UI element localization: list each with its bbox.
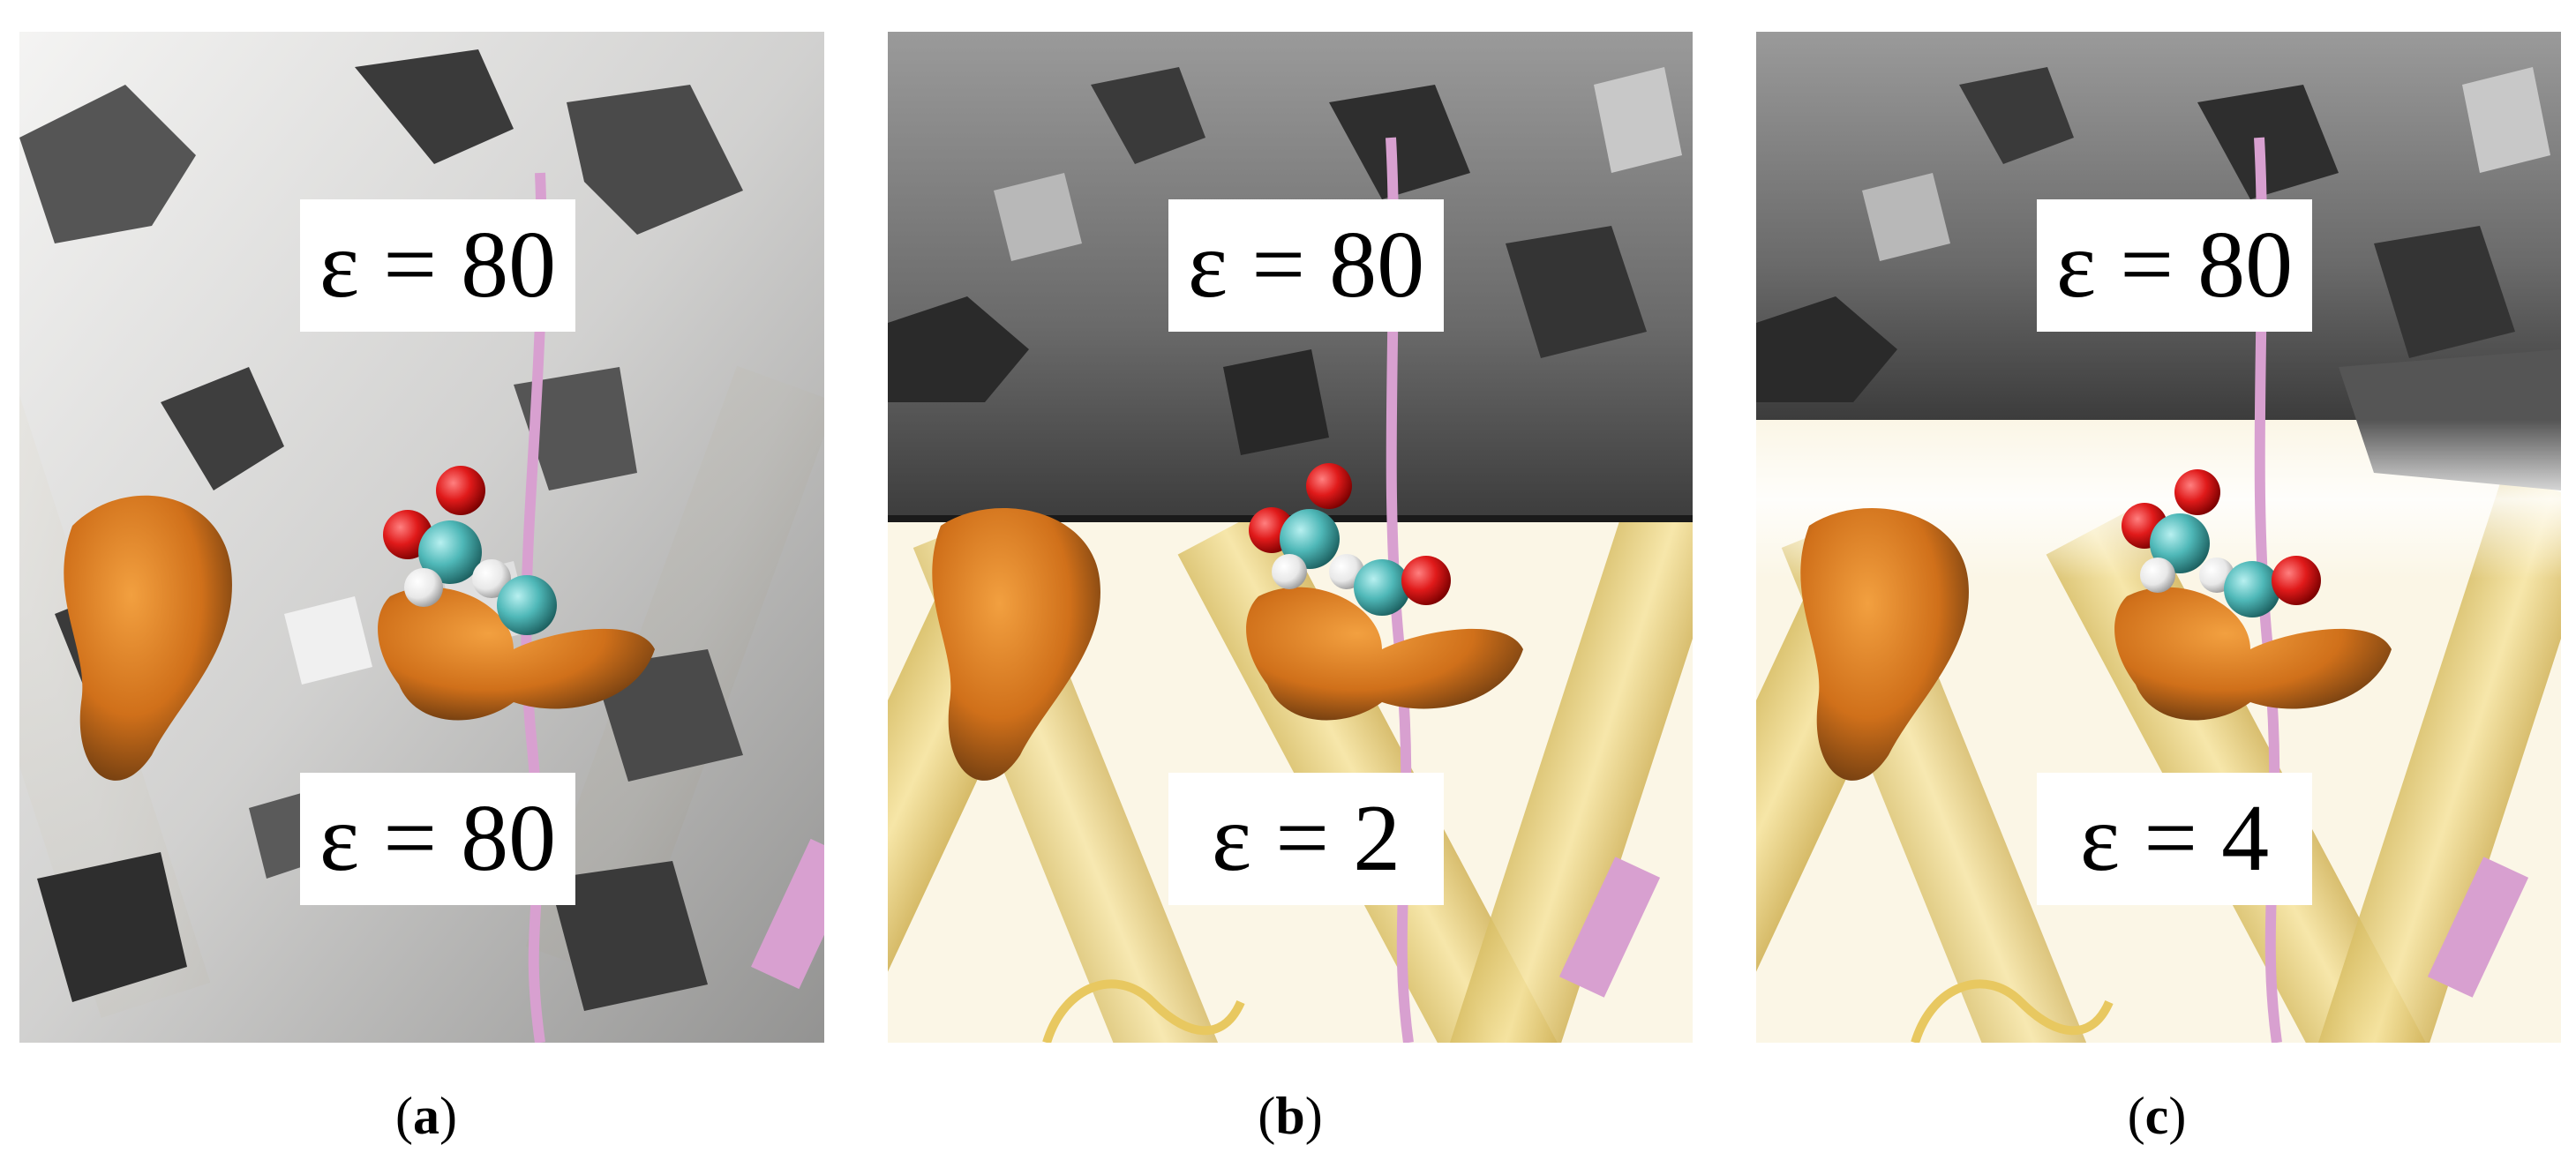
- caption-b: (b): [1258, 1087, 1323, 1145]
- dielectric-label-top: ε = 80: [1168, 199, 1444, 332]
- ligand-molecule: [2122, 469, 2321, 617]
- hotspot-center: [378, 587, 655, 721]
- caption-letter: a: [413, 1087, 439, 1145]
- ligand-molecule: [1249, 463, 1451, 616]
- dielectric-label-top: ε = 80: [2037, 199, 2312, 332]
- hotspot-left: [64, 495, 232, 781]
- dielectric-label-bottom: ε = 4: [2037, 773, 2312, 905]
- caption-c: (c): [2127, 1087, 2187, 1145]
- panel-a: ε = 80 ε = 80: [19, 32, 824, 1043]
- caption-letter: c: [2144, 1087, 2169, 1145]
- hotspot-center: [2114, 587, 2392, 721]
- dielectric-label-bottom: ε = 2: [1168, 773, 1444, 905]
- panel-b: ε = 80 ε = 2: [888, 32, 1693, 1043]
- hotspot-center: [1246, 587, 1523, 721]
- panel-c: ε = 80 ε = 4: [1756, 32, 2561, 1043]
- hotspot-left: [932, 508, 1100, 781]
- caption-letter: b: [1275, 1087, 1305, 1145]
- dark-grey-surface: [888, 32, 1693, 522]
- dielectric-label-bottom: ε = 80: [300, 773, 575, 905]
- caption-a: (a): [395, 1087, 457, 1145]
- hotspot-left: [1800, 508, 1969, 781]
- dielectric-label-top: ε = 80: [300, 199, 575, 332]
- ligand-molecule: [383, 466, 557, 635]
